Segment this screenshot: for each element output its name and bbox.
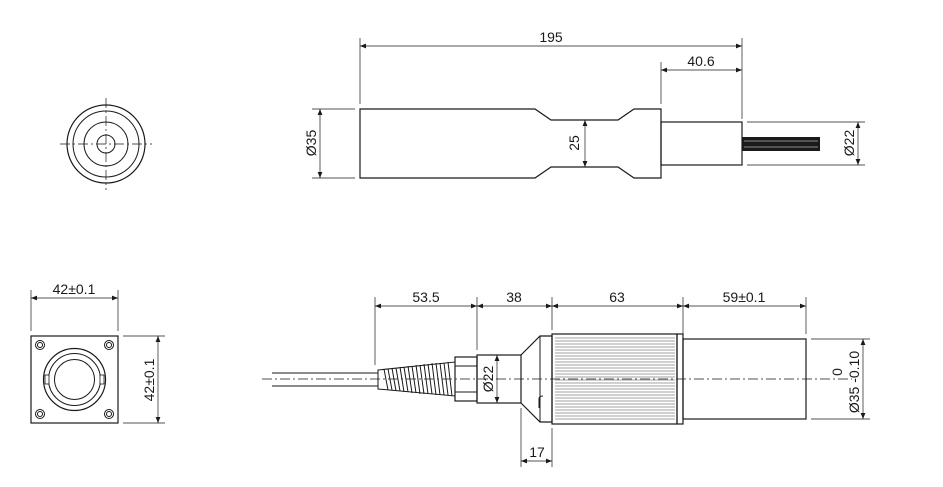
dim-overall-length: 195 <box>359 29 743 119</box>
dim-63-label: 63 <box>609 289 625 305</box>
dim-d35-label: Ø35 <box>303 130 319 157</box>
dim-53-5-label: 53.5 <box>412 289 439 305</box>
dim-195-label: 195 <box>539 29 563 45</box>
top-end-view <box>60 98 152 190</box>
ribbed-body-fins <box>555 337 675 420</box>
dim-flange-height: 42±0.1 <box>123 335 165 424</box>
dim-38-label: 38 <box>506 289 522 305</box>
dim-body-diameter: Ø35 <box>303 108 355 179</box>
top-side-view <box>359 108 820 179</box>
dim-flange-width: 42±0.1 <box>30 281 119 331</box>
dim-d22-label: Ø22 <box>841 130 857 157</box>
dim-row-bottom: 53.5 38 63 59±0.1 <box>374 289 807 365</box>
dim-cable-diameter: Ø22 <box>747 121 865 166</box>
dim-17-label: 17 <box>529 444 545 460</box>
bottom-end-view <box>30 335 119 424</box>
dim-40-6-label: 40.6 <box>687 53 714 69</box>
dim-tube-tol-label: 0 <box>829 368 845 376</box>
dim-cable-section: 40.6 <box>660 53 742 104</box>
dim-tube-diameter: 0 Ø35 -0.10 <box>811 338 870 420</box>
dim-nut-d22-label: Ø22 <box>480 366 496 393</box>
dim-42-width-label: 42±0.1 <box>53 281 96 297</box>
dim-nut-length: 17 <box>520 408 553 467</box>
dim-tube-d35-label: Ø35 -0.10 <box>846 351 862 413</box>
dim-59-label: 59±0.1 <box>723 289 766 305</box>
dim-25-label: 25 <box>566 135 582 151</box>
bottom-side-view <box>262 333 852 425</box>
dim-neck-diameter: 25 <box>566 120 588 167</box>
dim-nut-diameter: Ø22 <box>480 355 500 403</box>
dim-42-height-label: 42±0.1 <box>141 358 157 401</box>
